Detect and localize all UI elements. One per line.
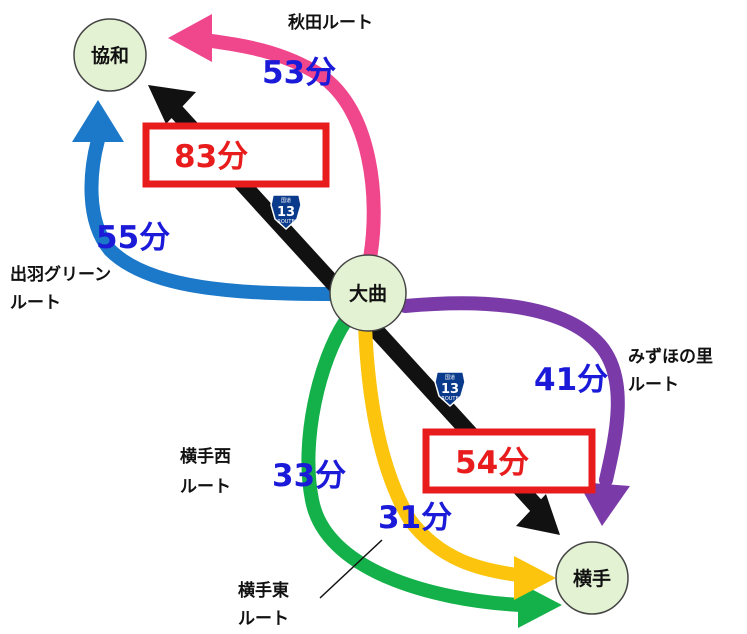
yokote-east-leader-line	[319, 539, 383, 599]
route13-shield-south: 国道 13 ROUTE	[434, 371, 466, 408]
node-yokote-label: 横手	[573, 567, 611, 590]
yokote-east-route-name-line1: 横手東	[238, 580, 289, 601]
route13-shield-north: 国道 13 ROUTE	[270, 194, 302, 231]
shield-top-text: 国道	[445, 374, 455, 381]
dewa-route-name-line2: ルート	[10, 293, 61, 313]
dewa-arrowhead	[72, 100, 124, 142]
shield-number-text: 13	[277, 205, 295, 220]
yokote-east-route-name-line2: ルート	[238, 609, 289, 629]
shield-bottom-text: ROUTE	[441, 396, 458, 402]
yokote-east-arrowhead	[514, 556, 556, 600]
yokote-west-route	[301, 315, 562, 628]
yokote-east-route	[358, 318, 556, 600]
node-yokote: 横手	[555, 541, 629, 615]
yokote-west-arrowhead	[518, 582, 562, 628]
node-omagari-label: 大曲	[349, 282, 387, 305]
route13-north-time: 83分	[174, 139, 248, 175]
akita-arrowhead	[168, 14, 212, 62]
dewa-time: 55分	[96, 220, 170, 256]
mizuho-route-name-line1: みずほの里	[628, 347, 713, 367]
route13-south-highlight-box	[422, 428, 596, 494]
mizuho-time: 41分	[534, 362, 608, 398]
akita-time: 53分	[262, 55, 336, 91]
route13-north-highlight-box	[142, 122, 330, 188]
dewa-route-name-line1: 出羽グリーン	[10, 264, 111, 285]
node-kyowa-label: 協和	[91, 44, 129, 67]
yokote-west-route-name-line1: 横手西	[180, 446, 231, 467]
route13-south-arrowhead	[516, 494, 560, 535]
yokote-east-time: 31分	[378, 500, 452, 536]
yokote-west-route-name-line2: ルート	[180, 477, 231, 497]
node-omagari: 大曲	[329, 254, 407, 332]
dewa-route	[72, 100, 342, 301]
node-kyowa: 協和	[73, 18, 147, 92]
shield-top-text: 国道	[281, 197, 291, 204]
shield-bottom-text: ROUTE	[277, 219, 294, 225]
akita-route	[168, 14, 381, 265]
shield-number-text: 13	[441, 382, 459, 397]
route13-north-arrowhead	[148, 85, 196, 124]
route13-south-time: 54分	[455, 445, 529, 481]
akita-route-name: 秋田ルート	[288, 12, 373, 33]
mizuho-route-name-line2: ルート	[628, 375, 679, 395]
yokote-west-time: 33分	[272, 458, 346, 494]
